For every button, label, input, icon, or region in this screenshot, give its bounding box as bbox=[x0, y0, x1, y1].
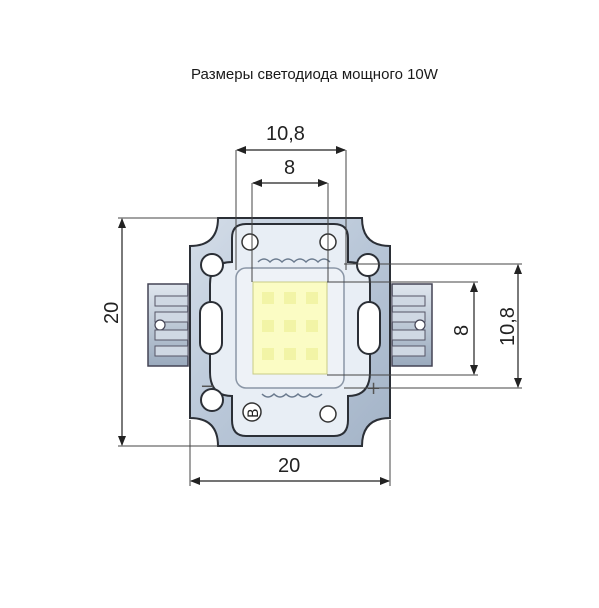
dim-left-label: 20 bbox=[101, 302, 123, 324]
left-slot bbox=[199, 301, 223, 355]
dim-extension-lines bbox=[118, 150, 522, 486]
dim-right-inner-label: 8 bbox=[451, 325, 473, 336]
dim-top-outer-label: 10,8 bbox=[266, 123, 305, 145]
minus-label: − bbox=[200, 376, 215, 397]
mount-hole-top-left bbox=[200, 253, 224, 277]
dim-top-inner-label: 8 bbox=[284, 157, 295, 179]
dim-bottom-label: 20 bbox=[278, 455, 300, 477]
dim-arrows bbox=[118, 146, 522, 485]
frame-dot-br bbox=[319, 405, 337, 423]
dim-right-outer-label: 10,8 bbox=[497, 307, 519, 346]
b-mark-label: B bbox=[246, 408, 262, 418]
diagram-title: Размеры светодиода мощного 10W bbox=[191, 66, 438, 83]
mount-hole-top-right bbox=[356, 253, 380, 277]
right-slot bbox=[357, 301, 381, 355]
left-solder-tab bbox=[147, 283, 189, 367]
frame-dot-tl bbox=[241, 233, 259, 251]
bond-wires-bottom bbox=[261, 392, 323, 398]
bond-wires-top bbox=[257, 258, 331, 264]
mount-hole-bottom-left bbox=[200, 388, 224, 412]
right-solder-tab bbox=[391, 283, 433, 367]
b-mark-circle bbox=[242, 402, 262, 422]
chip-die-grid bbox=[262, 292, 318, 360]
